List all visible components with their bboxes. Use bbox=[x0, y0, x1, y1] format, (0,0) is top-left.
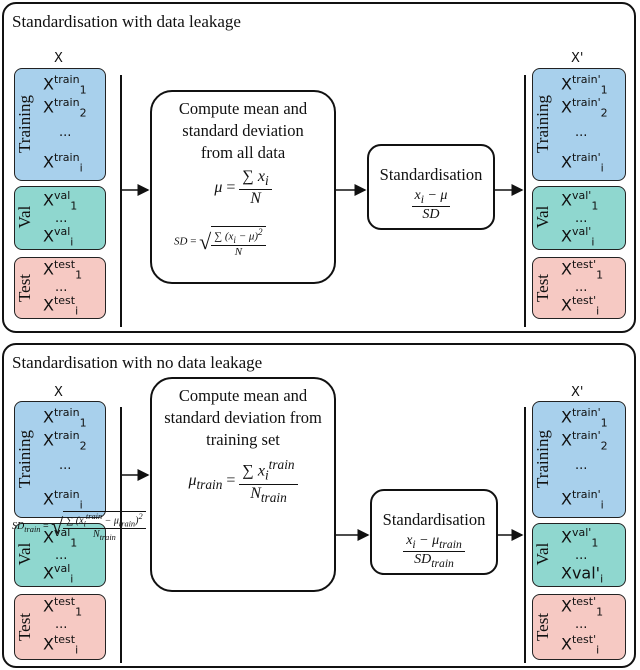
item-x-val-i: Xvali bbox=[43, 225, 74, 249]
ellipsis: ... bbox=[59, 125, 72, 140]
panel-data-leakage: Standardisation with data leakage X X' T… bbox=[2, 2, 636, 333]
item-x-test-i: Xtesti bbox=[43, 294, 79, 318]
test-set-box-standardised: Test Xtest'1 ... Xtest'i bbox=[532, 257, 626, 319]
item-x-test-1: Xtest1 bbox=[43, 258, 83, 282]
compute-box-line-1: Compute mean and bbox=[178, 386, 308, 405]
item-x-train-prime-1: Xtrain'1 bbox=[561, 73, 608, 97]
item-x-val-1: Xval1 bbox=[43, 189, 78, 213]
item-x-test-prime-i: Xtest'i bbox=[561, 294, 600, 318]
item-x-train-prime-2: Xtrain'2 bbox=[561, 96, 608, 120]
ellipsis: ... bbox=[55, 617, 68, 632]
flow-arrows bbox=[122, 184, 524, 196]
training-set-box: Training Xtrain1 Xtrain2 ... Xtraini bbox=[14, 68, 106, 181]
item-x-train-i: Xtraini bbox=[43, 488, 83, 512]
column-label-x-prime: X' bbox=[571, 51, 584, 66]
ellipsis: ... bbox=[575, 280, 588, 295]
training-set-box-standardised: Training Xtrain'1 Xtrain'2 ... Xtrain'i bbox=[532, 68, 626, 181]
ellipsis: ... bbox=[575, 211, 588, 226]
standardisation-title: Standardisation bbox=[382, 510, 486, 529]
test-set-box: Test Xtest1 ... Xtesti bbox=[14, 257, 106, 319]
item-x-val-i: Xvali bbox=[43, 562, 74, 586]
bracket-bar-right bbox=[524, 407, 526, 663]
training-set-box: Training Xtrain1 Xtrain2 ... Xtraini bbox=[14, 401, 106, 518]
item-x-val-prime-1: Xval'1 bbox=[561, 189, 599, 213]
compute-box-line-2: standard deviation bbox=[182, 121, 304, 140]
item-x-train-1: Xtrain1 bbox=[43, 406, 87, 430]
item-x-train-prime-1: Xtrain'1 bbox=[561, 406, 608, 430]
bracket-bar-left bbox=[120, 407, 122, 663]
item-x-train-prime-i: Xtrain'i bbox=[561, 151, 604, 175]
compute-mean-sd-box: Compute mean and standard deviation from… bbox=[150, 90, 336, 284]
ellipsis: ... bbox=[575, 617, 588, 632]
ellipsis: ... bbox=[55, 548, 68, 563]
column-label-x: X bbox=[54, 385, 63, 400]
training-set-box-standardised: Training Xtrain'1 Xtrain'2 ... Xtrain'i bbox=[532, 401, 626, 518]
val-set-box: Val Xval1 ... Xvali bbox=[14, 186, 106, 250]
ellipsis: ... bbox=[575, 458, 588, 473]
item-x-train-1: Xtrain1 bbox=[43, 73, 87, 97]
item-x-test-prime-i: Xtest'i bbox=[561, 633, 600, 657]
item-x-test-1: Xtest1 bbox=[43, 595, 83, 619]
test-set-box: Test Xtest1 ... Xtesti bbox=[14, 594, 106, 660]
column-label-x: X bbox=[54, 51, 63, 66]
ellipsis: ... bbox=[575, 548, 588, 563]
val-set-box-standardised: Val Xval'1 ... Xval'i bbox=[532, 186, 626, 250]
bracket-bar-left bbox=[120, 75, 122, 327]
panel-title: Standardisation with data leakage bbox=[12, 12, 241, 31]
column-label-x-prime: X' bbox=[571, 385, 584, 400]
item-x-test-prime-1: Xtest'1 bbox=[561, 258, 604, 282]
ellipsis: ... bbox=[55, 211, 68, 226]
item-x-test-prime-1: Xtest'1 bbox=[561, 595, 604, 619]
test-set-box-standardised: Test Xtest'1 ... Xtest'i bbox=[532, 594, 626, 660]
item-x-train-i: Xtraini bbox=[43, 151, 83, 175]
compute-mean-sd-box: Compute mean and standard deviation from… bbox=[150, 377, 336, 592]
item-x-train-2: Xtrain2 bbox=[43, 429, 87, 453]
flow-arrows bbox=[122, 469, 524, 541]
ellipsis: ... bbox=[575, 125, 588, 140]
item-x-test-i: Xtesti bbox=[43, 633, 79, 657]
item-x-train-2: Xtrain2 bbox=[43, 96, 87, 120]
val-set-box: Val Xval1 ... Xvali bbox=[14, 523, 106, 587]
item-x-train-prime-i: Xtrain'i bbox=[561, 488, 604, 512]
panel-no-data-leakage: Standardisation with no data leakage X X… bbox=[2, 343, 636, 668]
item-x-val-prime-1: Xval'1 bbox=[561, 526, 599, 550]
item-x-val-prime-i: Xval'i bbox=[561, 225, 595, 249]
compute-box-line-3: training set bbox=[206, 430, 280, 449]
panel-title: Standardisation with no data leakage bbox=[12, 353, 263, 372]
compute-box-line-3: from all data bbox=[200, 143, 286, 162]
compute-box-line-1: Compute mean and bbox=[178, 99, 308, 118]
bracket-bar-right bbox=[524, 75, 526, 327]
ellipsis: ... bbox=[59, 458, 72, 473]
val-set-box-standardised: Val Xval'1 ... Xval'i bbox=[532, 523, 626, 587]
compute-box-line-2: standard deviation from bbox=[164, 408, 322, 427]
item-x-train-prime-2: Xtrain'2 bbox=[561, 429, 608, 453]
ellipsis: ... bbox=[55, 280, 68, 295]
item-x-val-prime-i: Xval'i bbox=[561, 563, 604, 586]
standardisation-title: Standardisation bbox=[379, 165, 483, 184]
